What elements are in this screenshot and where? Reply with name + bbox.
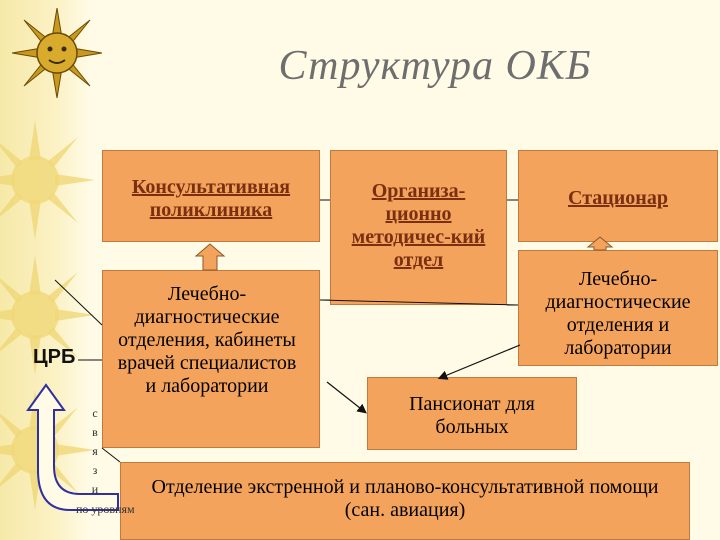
link-letter: з — [92, 463, 98, 477]
hospital-departments-label: Лечебно-диагностические отделения и лабо… — [545, 268, 691, 359]
link-vertical-label: с в я з и — [88, 404, 102, 499]
sun-face-icon — [12, 8, 102, 98]
up-arrow-icon — [194, 243, 226, 271]
link-caption: по уровням — [76, 502, 135, 516]
curved-arrow-icon — [26, 383, 119, 511]
pension-box — [367, 377, 577, 450]
link-letter: в — [92, 425, 98, 439]
link-letter: и — [91, 482, 99, 496]
sun-icon — [0, 120, 95, 240]
slide-title: Структура ОКБ — [278, 43, 592, 89]
diagnostic-offices-box — [102, 270, 320, 448]
hospital-departments-box — [518, 250, 718, 366]
polyclinic-label: Консультативная поликлиника — [131, 176, 291, 221]
emergency-box — [120, 462, 690, 540]
org-method-label: Организа-ционно методичес-кий отдел — [351, 180, 486, 271]
polyclinic-box — [102, 150, 320, 242]
pension-label: Пансионат для больных — [409, 393, 535, 438]
sun-icon — [0, 255, 95, 375]
emergency-label: Отделение экстренной и планово-консульта… — [151, 476, 659, 521]
up-arrow-icon — [586, 236, 614, 251]
org-method-box — [330, 150, 507, 305]
crb-label: ЦРБ — [33, 346, 76, 368]
link-letter: я — [92, 444, 98, 458]
hospital-box — [518, 150, 718, 242]
diagnostic-offices-label: Лечебно-диагностические отделения, кабин… — [117, 283, 297, 397]
hospital-label: Стационар — [568, 187, 668, 209]
link-letter: с — [92, 406, 98, 420]
